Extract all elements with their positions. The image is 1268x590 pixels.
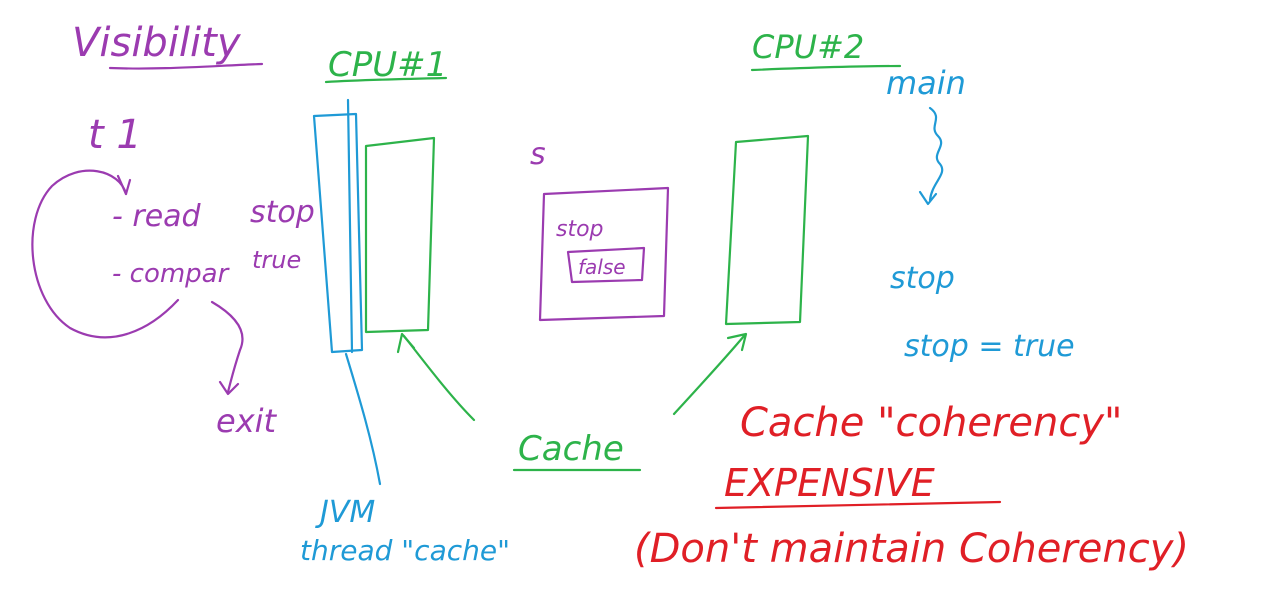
jvm-label-line1: JVM: [315, 495, 375, 530]
main-label: main: [886, 64, 966, 102]
red-note-coherency: Cache "coherency": [740, 400, 1122, 446]
jvm-cache-column-line: [346, 98, 354, 354]
red-note-expensive-underline: [714, 500, 1002, 510]
exit-arrow: [210, 300, 244, 394]
cache-arrow-right-head: [726, 332, 748, 352]
cpu2-note-stop-true: stop = true: [904, 329, 1075, 364]
red-note-expensive: EXPENSIVE: [724, 461, 935, 505]
main-squiggle-arrow: [928, 106, 944, 202]
cache-arrow-left-head: [396, 332, 416, 354]
cpu1-cache-box: [364, 136, 436, 334]
cpu2-note-stop: stop: [890, 261, 955, 296]
cpu2-label: CPU#2: [752, 28, 864, 66]
exit-arrowhead: [218, 380, 240, 396]
cpu1-underline: [324, 76, 448, 84]
stop-var-name: stop: [556, 217, 604, 242]
cache-label: Cache: [518, 429, 624, 469]
heading-underline: [108, 62, 264, 70]
cpu2-cache-box: [724, 134, 810, 326]
cpu2-underline: [750, 64, 902, 72]
exit-label: exit: [216, 402, 278, 440]
step-read-target: stop: [250, 195, 315, 230]
stop-var-value: false: [578, 255, 626, 279]
loop-arrowhead: [116, 174, 132, 196]
s-label: s: [530, 137, 546, 172]
jvm-pointer-line: [344, 352, 382, 486]
shared-memory-box: [538, 186, 670, 322]
jvm-cache-column: [312, 112, 364, 354]
main-squiggle-arrowhead: [918, 190, 938, 206]
step-read: - read: [112, 199, 202, 234]
thread-label: t 1: [88, 112, 142, 158]
step-compare-target: true: [252, 246, 301, 274]
heading-visibility: Visibility: [72, 20, 242, 66]
jvm-label-line2: thread "cache": [300, 534, 510, 567]
cache-arrow-right: [672, 334, 746, 416]
red-note-dont-maintain: (Don't maintain Coherency): [634, 526, 1189, 572]
step-compare: - compar: [112, 259, 231, 289]
loop-arrow: [31, 169, 180, 339]
stop-var-value-box: [566, 246, 646, 284]
